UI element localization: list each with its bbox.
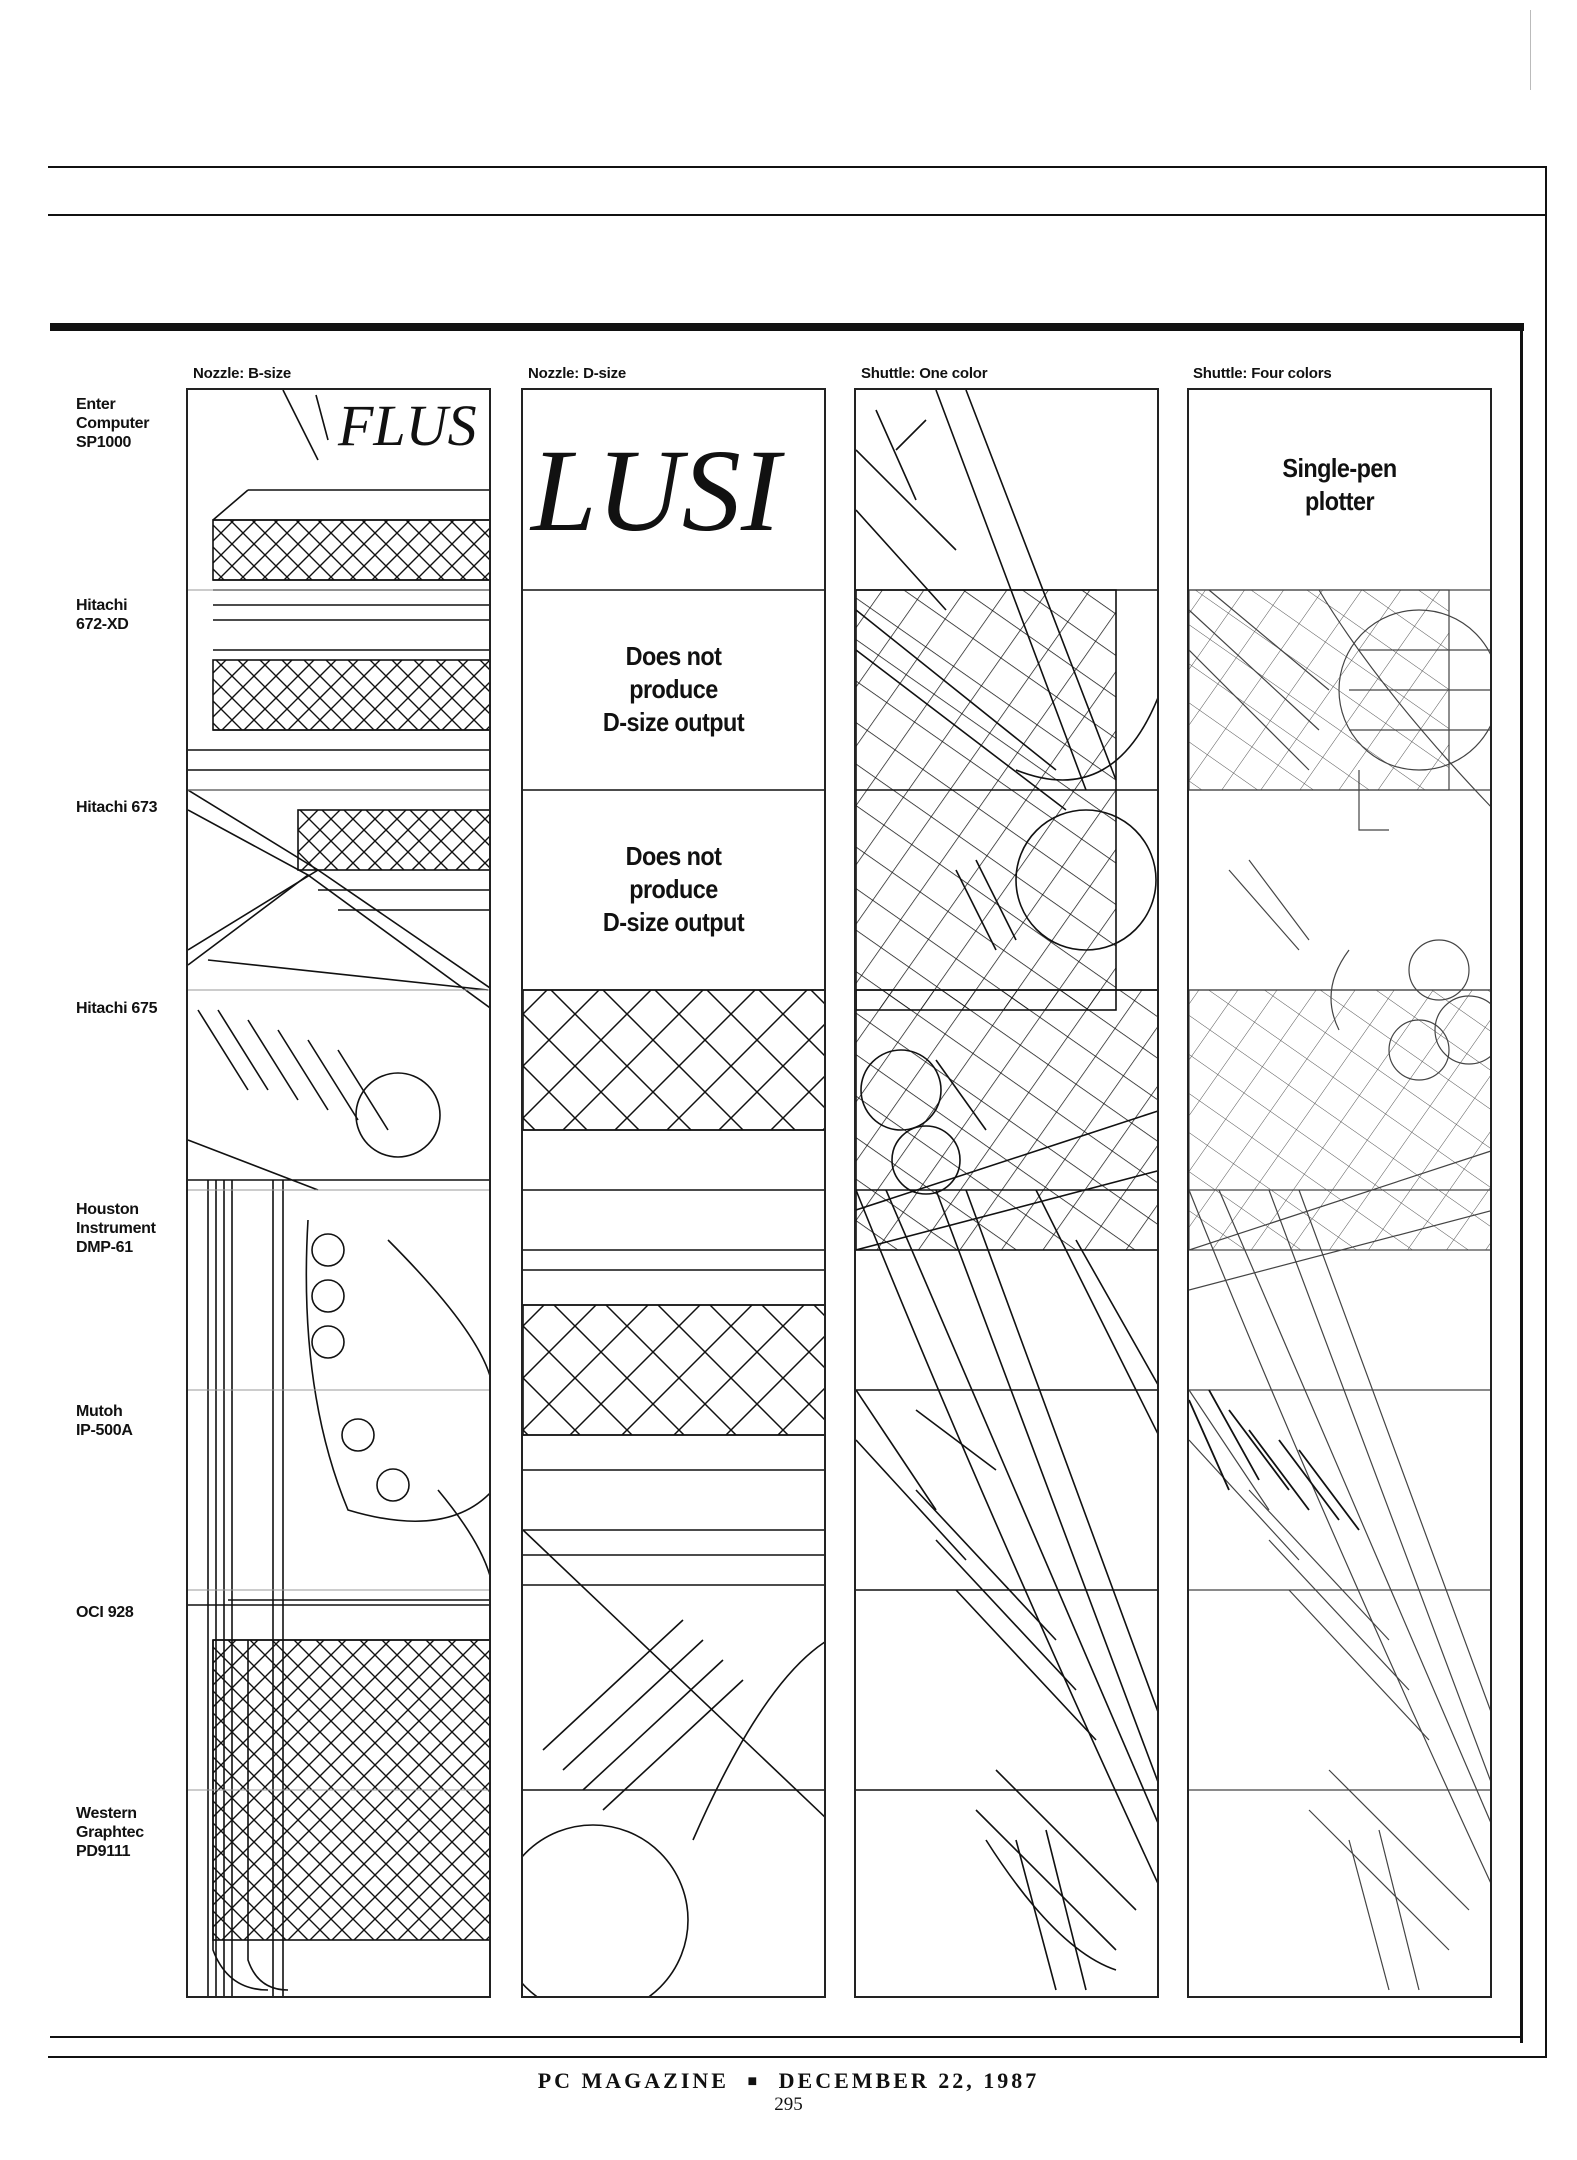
panel-shuttle-one: [854, 388, 1159, 1998]
row-label-houston-dmp61: Houston Instrument DMP-61: [76, 1201, 156, 1256]
plot-sample-nozzle-b: FLUS: [188, 390, 489, 1996]
inner-right-border: [1520, 323, 1523, 2043]
plot-sample-shuttle-four: [1189, 589, 1490, 1991]
panel-nozzle-d: LUSI Does not produce D-size output Does…: [521, 388, 826, 1998]
col-header-shuttle-one: Shuttle: One color: [861, 365, 988, 382]
top-rule-2: [48, 214, 1547, 216]
row-label-oci-928: OCI 928: [76, 1604, 134, 1621]
frame-right-border: [1545, 166, 1547, 2058]
publication-name: PC MAGAZINE: [537, 2068, 729, 2093]
edge-mark: [1530, 10, 1531, 90]
page-number: 295: [774, 2094, 803, 2115]
top-rule-1: [48, 166, 1547, 168]
publication-footer: PC MAGAZINE ■ DECEMBER 22, 1987: [0, 2068, 1577, 2094]
row-label-mutoh-ip500a: Mutoh IP-500A: [76, 1403, 133, 1439]
flush-word-d: LUSI: [529, 425, 785, 556]
note-single-pen-plotter: Single-pen plotter: [1282, 453, 1397, 516]
row-label-enter-sp1000: Enter Computer SP1000: [76, 396, 150, 451]
panel-nozzle-b: FLUS: [186, 388, 491, 1998]
col-header-shuttle-four: Shuttle: Four colors: [1193, 365, 1332, 382]
flush-word-b: FLUS: [337, 393, 477, 458]
note-no-dsize-hitachi-672: Does not produce D-size output: [602, 641, 745, 737]
publication-date: DECEMBER 22, 1987: [778, 2068, 1040, 2093]
row-label-hitachi-675: Hitachi 675: [76, 1000, 158, 1017]
footer-separator: ■: [747, 2073, 761, 2090]
row-label-hitachi-672xd: Hitachi 672-XD: [76, 597, 129, 633]
note-no-dsize-hitachi-673: Does not produce D-size output: [602, 841, 745, 937]
plot-sample-nozzle-d: LUSI: [523, 425, 824, 1996]
plot-sample-shuttle-one: [856, 390, 1157, 1991]
row-label-western-pd9111: Western Graphtec PD9111: [76, 1805, 144, 1860]
col-header-nozzle-b: Nozzle: B-size: [193, 365, 292, 382]
panel-shuttle-four: Single-pen plotter: [1187, 388, 1492, 1998]
row-label-hitachi-673: Hitachi 673: [76, 799, 158, 816]
heavy-rule: [50, 323, 1524, 331]
bottom-rule-2: [48, 2056, 1547, 2058]
bottom-rule-1: [50, 2036, 1523, 2038]
col-header-nozzle-d: Nozzle: D-size: [528, 365, 627, 382]
